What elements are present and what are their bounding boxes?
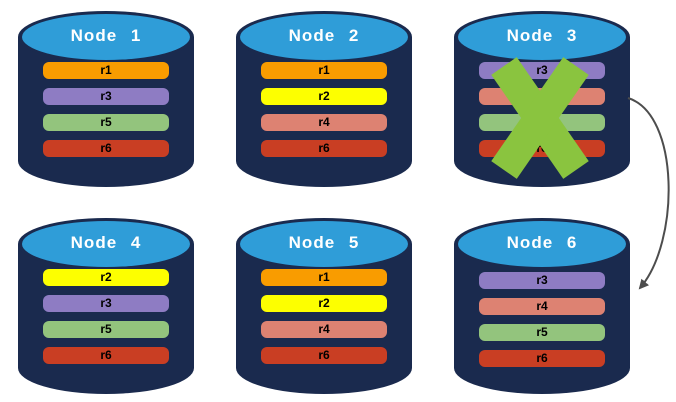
replica-list: r3 r4 r5 r6 (479, 272, 605, 367)
replica-bar: r6 (43, 347, 169, 364)
node-1: Node 1 r1 r3 r5 r6 (10, 5, 202, 195)
replica-label: r4 (536, 89, 548, 103)
node-title: Node 5 (288, 233, 360, 252)
replica-bar: r3 (479, 62, 605, 79)
replica-label: r3 (100, 296, 112, 310)
node-title: Node 2 (288, 26, 360, 45)
replica-label: r1 (318, 63, 330, 77)
replica-label: r3 (536, 63, 548, 77)
replica-label: r5 (100, 115, 112, 129)
replica-bar: r6 (479, 140, 605, 157)
replica-bar: r1 (261, 62, 387, 79)
replica-label: r4 (536, 299, 548, 313)
replica-bar: r3 (43, 88, 169, 105)
node-3: Node 3 r3 r4 r5 r6 (446, 5, 638, 195)
replica-list: r1 r2 r4 r6 (261, 269, 387, 364)
replica-bar: r5 (43, 114, 169, 131)
node-title: Node 1 (70, 26, 142, 45)
replica-bar: r3 (43, 295, 169, 312)
replica-label: r6 (100, 348, 112, 362)
replica-label: r2 (318, 89, 330, 103)
replica-bar: r6 (43, 140, 169, 157)
replica-label: r5 (536, 115, 548, 129)
replica-label: r4 (318, 115, 330, 129)
node-title: Node 4 (70, 233, 142, 252)
replica-label: r4 (318, 322, 330, 336)
replica-label: r6 (318, 141, 330, 155)
node-4: Node 4 r2 r3 r5 r6 (10, 212, 202, 402)
node-title: Node 6 (506, 233, 578, 252)
replica-bar: r4 (479, 88, 605, 105)
replica-bar: r6 (261, 347, 387, 364)
replica-bar: r2 (261, 295, 387, 312)
node-6: Node 6 r3 r4 r5 r6 (446, 212, 638, 402)
replica-label: r6 (100, 141, 112, 155)
replica-bar: r3 (479, 272, 605, 289)
replica-bar: r5 (479, 324, 605, 341)
replica-bar: r4 (261, 321, 387, 338)
replica-list: r3 r4 r5 r6 (479, 62, 605, 157)
replica-label: r3 (100, 89, 112, 103)
node-5: Node 5 r1 r2 r4 r6 (228, 212, 420, 402)
replica-bar: r4 (261, 114, 387, 131)
replica-label: r1 (100, 63, 112, 77)
replica-list: r2 r3 r5 r6 (43, 269, 169, 364)
replica-bar: r1 (261, 269, 387, 286)
node-title: Node 3 (506, 26, 578, 45)
replica-label: r2 (318, 296, 330, 310)
replica-label: r5 (536, 325, 548, 339)
replica-bar: r2 (261, 88, 387, 105)
replica-label: r6 (536, 141, 548, 155)
node-2: Node 2 r1 r2 r4 r6 (228, 5, 420, 195)
replica-list: r1 r3 r5 r6 (43, 62, 169, 157)
replica-bar: r6 (261, 140, 387, 157)
replica-label: r3 (536, 273, 548, 287)
replica-label: r6 (318, 348, 330, 362)
replica-list: r1 r2 r4 r6 (261, 62, 387, 157)
replica-label: r1 (318, 270, 330, 284)
replica-label: r2 (100, 270, 112, 284)
replica-bar: r6 (479, 350, 605, 367)
replica-label: r6 (536, 351, 548, 365)
replica-bar: r2 (43, 269, 169, 286)
replica-bar: r5 (43, 321, 169, 338)
replica-bar: r1 (43, 62, 169, 79)
replica-bar: r5 (479, 114, 605, 131)
replica-label: r5 (100, 322, 112, 336)
replica-bar: r4 (479, 298, 605, 315)
